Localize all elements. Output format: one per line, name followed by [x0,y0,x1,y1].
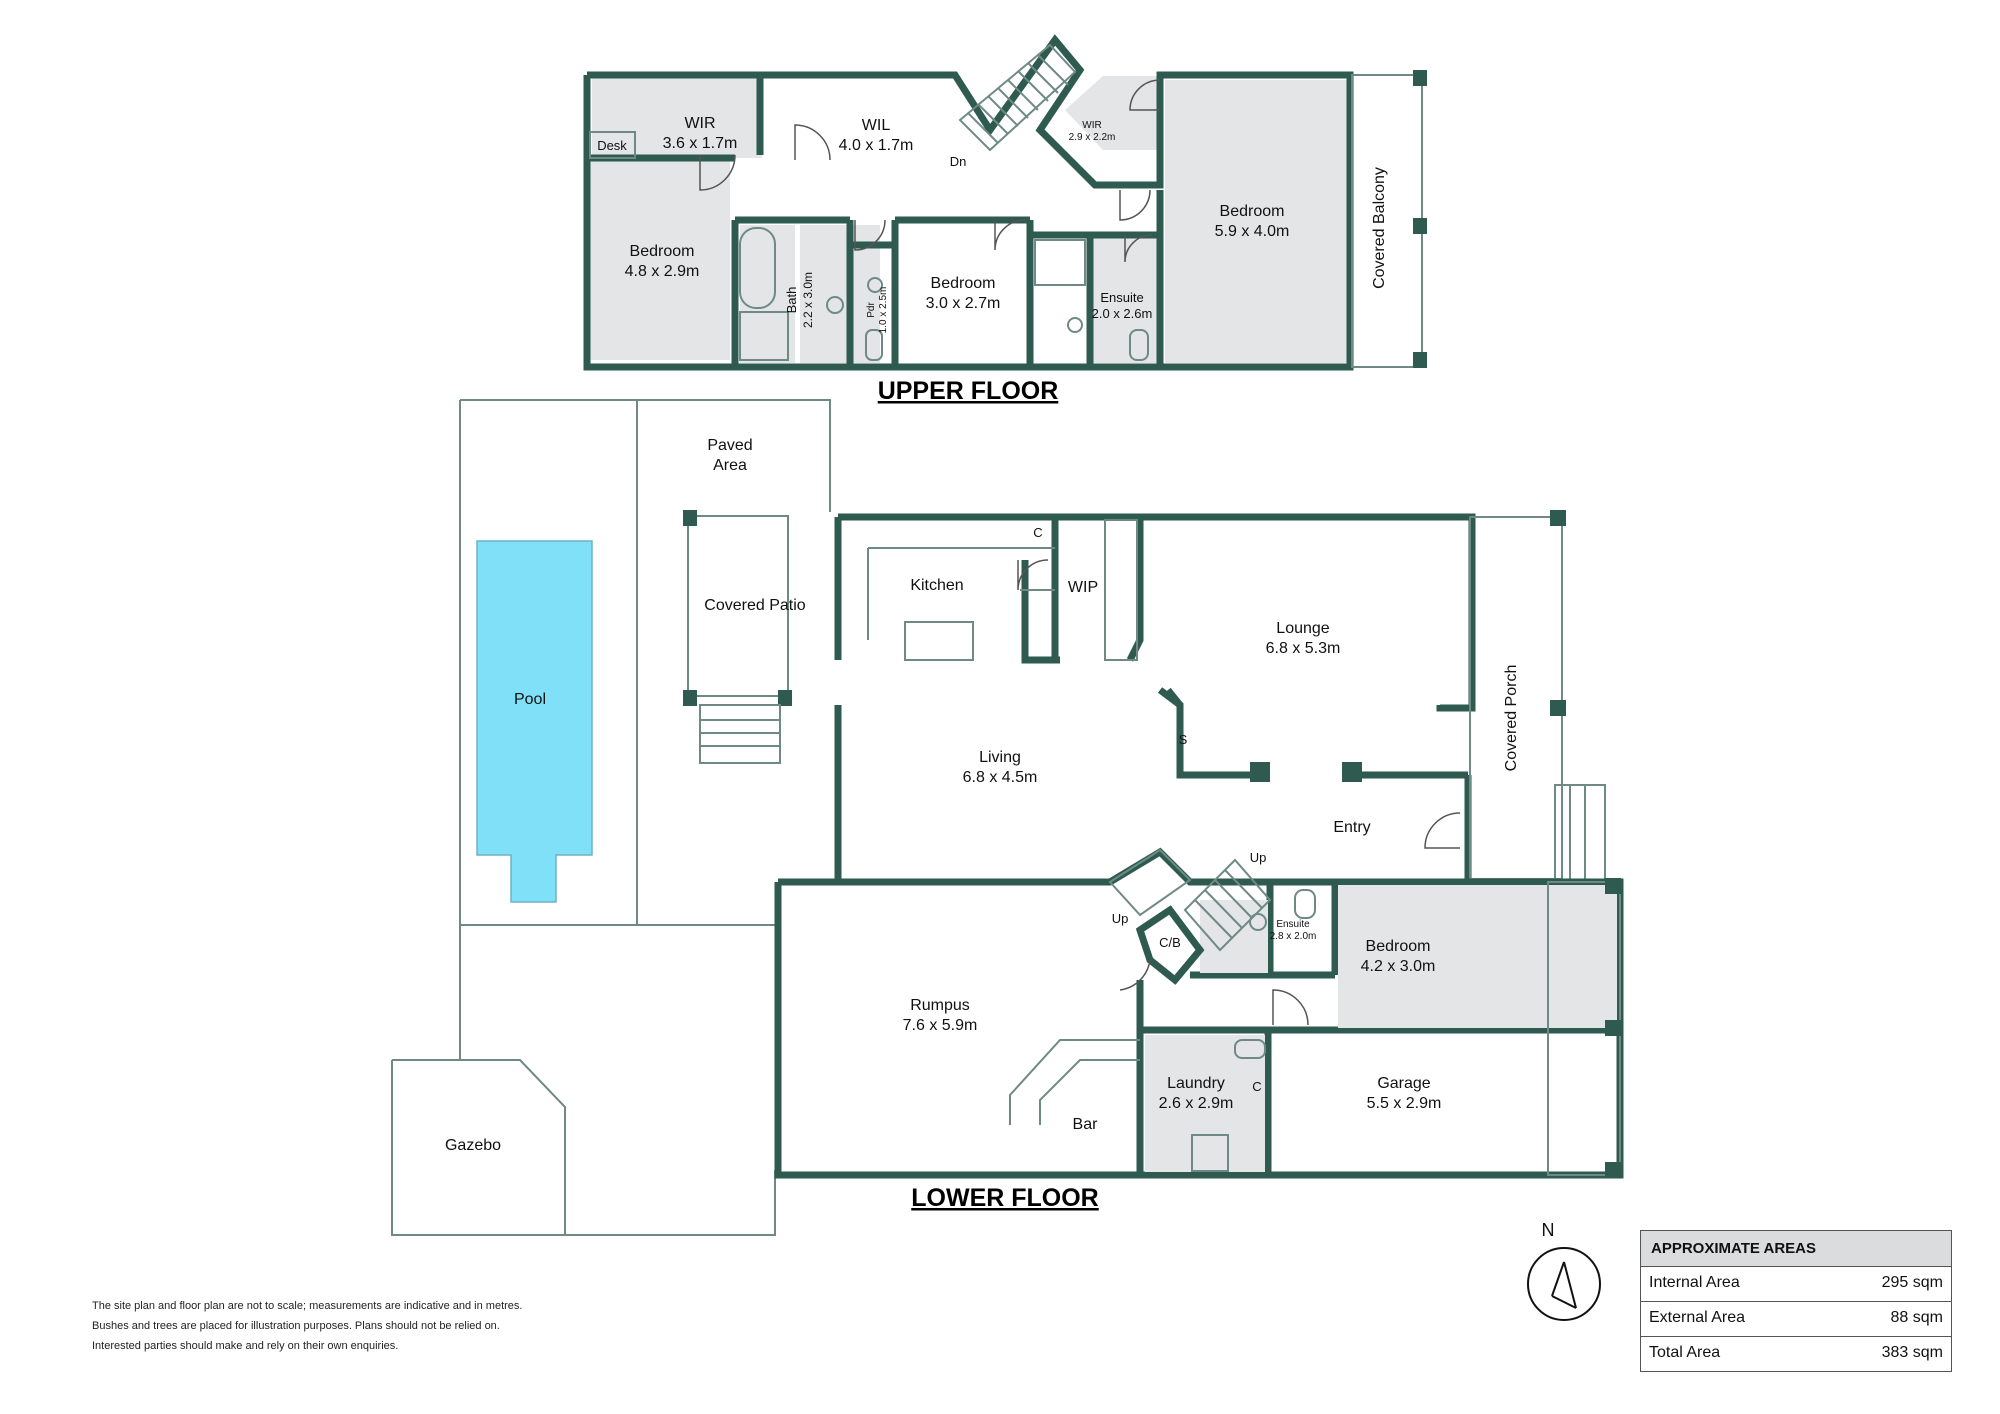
laundry-label: Laundry [1167,1075,1225,1092]
area-label: Total Area [1649,1344,1721,1361]
rumpus-label: Rumpus [910,997,970,1014]
pool-shape [476,540,593,903]
pool-label: Pool [514,691,546,708]
area-label: Internal Area [1649,1274,1740,1291]
lower-floor-plan: Paved Area Pool Covered Patio Kitchen WI… [391,399,1624,1236]
upper-floor-title: UPPER FLOOR [878,377,1059,405]
covered-porch-label: Covered Porch [1503,665,1520,772]
compass-icon [1527,1247,1601,1321]
covered-patio-label: Covered Patio [704,597,805,614]
stairs-up-label-2: Up [1250,850,1267,865]
wir-dimensions: 3.6 x 1.7m [663,135,738,152]
wir-2-label: WIR [1082,120,1101,131]
lounge-label: Lounge [1276,620,1329,637]
area-row-internal: Internal Area 295 sqm [1641,1267,1951,1302]
stairs-up-label-1: Up [1112,911,1129,926]
living-dimensions: 6.8 x 4.5m [963,769,1038,786]
garage-label: Garage [1377,1075,1430,1092]
powder-room-dimensions: 1.0 x 2.5m [878,287,889,334]
compass: N [1527,1220,1601,1321]
lower-bedroom-label: Bedroom [1366,938,1431,955]
disclaimer-line: Bushes and trees are placed for illustra… [92,1320,500,1332]
entry-label: Entry [1333,819,1370,836]
master-bedroom-dimensions: 5.9 x 4.0m [1215,223,1290,240]
storage-label: S [1179,732,1188,747]
stairs-down-label: Dn [950,154,967,169]
lounge-dimensions: 6.8 x 5.3m [1266,640,1341,657]
area-row-external: External Area 88 sqm [1641,1302,1951,1337]
bedroom-2-label: Bedroom [931,275,996,292]
area-value: 383 sqm [1881,1344,1943,1361]
wip-label: WIP [1068,579,1098,596]
lower-floor-title: LOWER FLOOR [911,1184,1098,1212]
laundry-dimensions: 2.6 x 2.9m [1159,1095,1234,1112]
bar-label: Bar [1073,1116,1099,1133]
area-value: 88 sqm [1890,1309,1943,1326]
lower-ensuite-dimensions: 2.8 x 2.0m [1270,931,1317,942]
area-value: 295 sqm [1881,1274,1943,1291]
area-row-total: Total Area 383 sqm [1641,1337,1951,1371]
wil-label: WIL [862,117,891,134]
lower-bedroom-dimensions: 4.2 x 3.0m [1361,958,1436,975]
bedroom-2-dimensions: 3.0 x 2.7m [926,295,1001,312]
laundry-cupboard-label: C [1252,1079,1261,1094]
master-bedroom-label: Bedroom [1220,203,1285,220]
areas-table: APPROXIMATE AREAS Internal Area 295 sqm … [1640,1230,1952,1372]
powder-room-label: Pdr [866,302,877,318]
cupboard-label: C [1033,525,1042,540]
disclaimer-line: The site plan and floor plan are not to … [92,1300,523,1312]
bedroom-1-dimensions: 4.8 x 2.9m [625,263,700,280]
ensuite-dimensions: 2.0 x 2.6m [1092,306,1153,321]
desk-label: Desk [597,138,627,153]
disclaimer: The site plan and floor plan are not to … [92,1296,522,1356]
paved-area-label: Paved [707,437,752,454]
wir-label: WIR [684,115,715,132]
living-label: Living [979,749,1021,766]
garage-dimensions: 5.5 x 2.9m [1367,1095,1442,1112]
ensuite-label: Ensuite [1100,290,1143,305]
area-label: External Area [1649,1309,1746,1326]
wil-dimensions: 4.0 x 1.7m [839,137,914,154]
kitchen-label: Kitchen [910,577,963,594]
rumpus-dimensions: 7.6 x 5.9m [903,1017,978,1034]
gazebo-label: Gazebo [445,1137,501,1154]
wir-2-dimensions: 2.9 x 2.2m [1069,132,1116,143]
paved-area-label-2: Area [713,457,747,474]
lower-ensuite-label: Ensuite [1276,919,1310,930]
north-label: N [1542,1220,1555,1240]
disclaimer-line: Interested parties should make and rely … [92,1340,399,1352]
bath-dimensions: 2.2 x 3.0m [801,272,815,328]
bedroom-1-label: Bedroom [630,243,695,260]
upper-floor-plan: WIR 3.6 x 1.7m WIL 4.0 x 1.7m Desk Dn WI… [583,34,1427,371]
bath-label: Bath [784,287,799,314]
areas-heading: APPROXIMATE AREAS [1641,1231,1951,1267]
covered-balcony-label: Covered Balcony [1371,167,1388,289]
cleaning-cupboard-label: C/B [1159,935,1181,950]
